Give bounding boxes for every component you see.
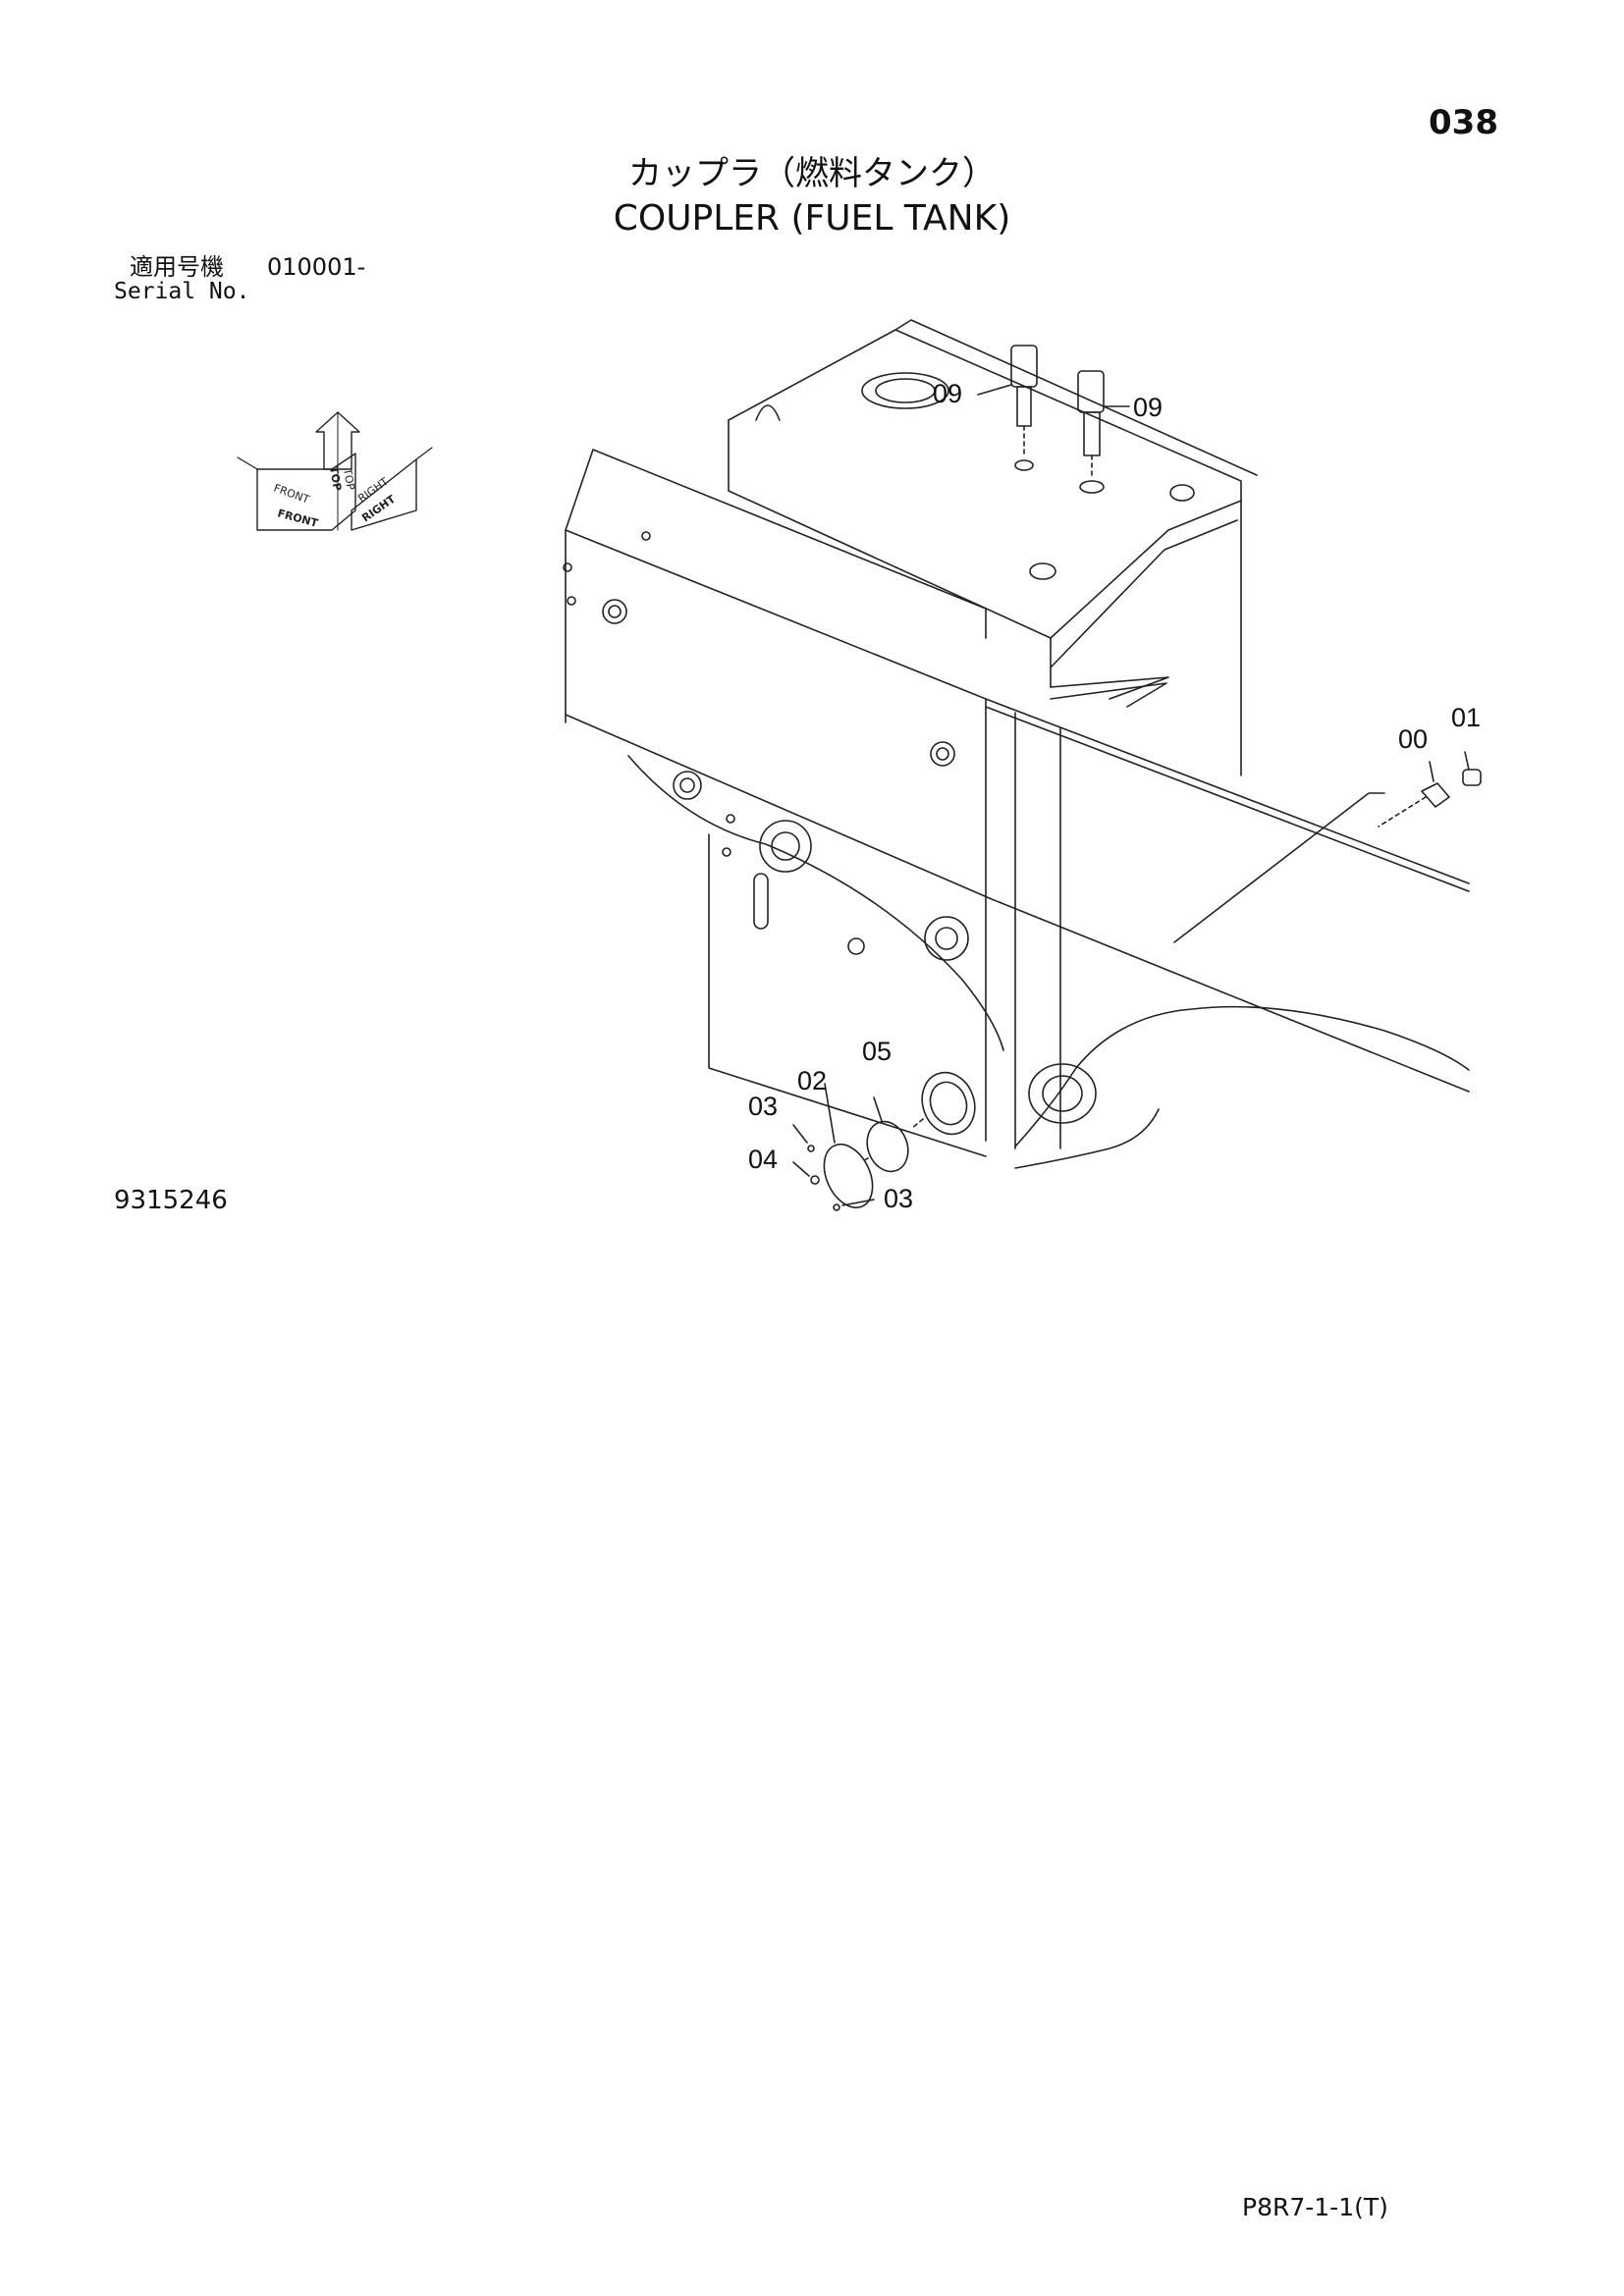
callout-04: 04 [748, 1145, 778, 1174]
callout-03-lower: 03 [884, 1184, 913, 1213]
serial-label-japanese: 適用号機 [130, 253, 224, 281]
frame [565, 449, 1470, 1169]
orientation-label-top: TOP [327, 465, 344, 492]
fuel-tank [728, 319, 1258, 776]
orientation-label-front: FRONT [272, 482, 311, 507]
orientation-marker: FRONT FRONT TOP TOP RIGHT RIGHT [237, 411, 433, 531]
callout-03-upper: 03 [748, 1092, 778, 1121]
fitting-part [1378, 751, 1482, 828]
callout-01: 01 [1451, 703, 1481, 732]
callout-02: 02 [797, 1066, 827, 1095]
serial-label-english: Serial No. [114, 279, 250, 304]
orientation-label-front-2: FRONT [276, 507, 319, 530]
coupler-part [977, 345, 1130, 494]
frame-bolts [563, 531, 969, 961]
orientation-label-top-2: TOP [341, 466, 357, 491]
callout-09-right: 09 [1133, 393, 1163, 422]
cover-plate-part [792, 1071, 976, 1211]
callout-00: 00 [1398, 724, 1428, 754]
document-code: P8R7-1-1(T) [1242, 2193, 1388, 2221]
page-number: 038 [1429, 103, 1498, 142]
callout-09-left: 09 [933, 379, 962, 408]
callout-05: 05 [862, 1037, 892, 1066]
title-english: COUPLER (FUEL TANK) [613, 198, 1011, 239]
serial-value: 010001- [267, 253, 366, 281]
callout-labels: 09 09 00 01 05 02 03 04 03 [748, 379, 1481, 1213]
figure-number: 9315246 [114, 1186, 228, 1215]
title-japanese: カップラ（燃料タンク） [628, 154, 996, 193]
